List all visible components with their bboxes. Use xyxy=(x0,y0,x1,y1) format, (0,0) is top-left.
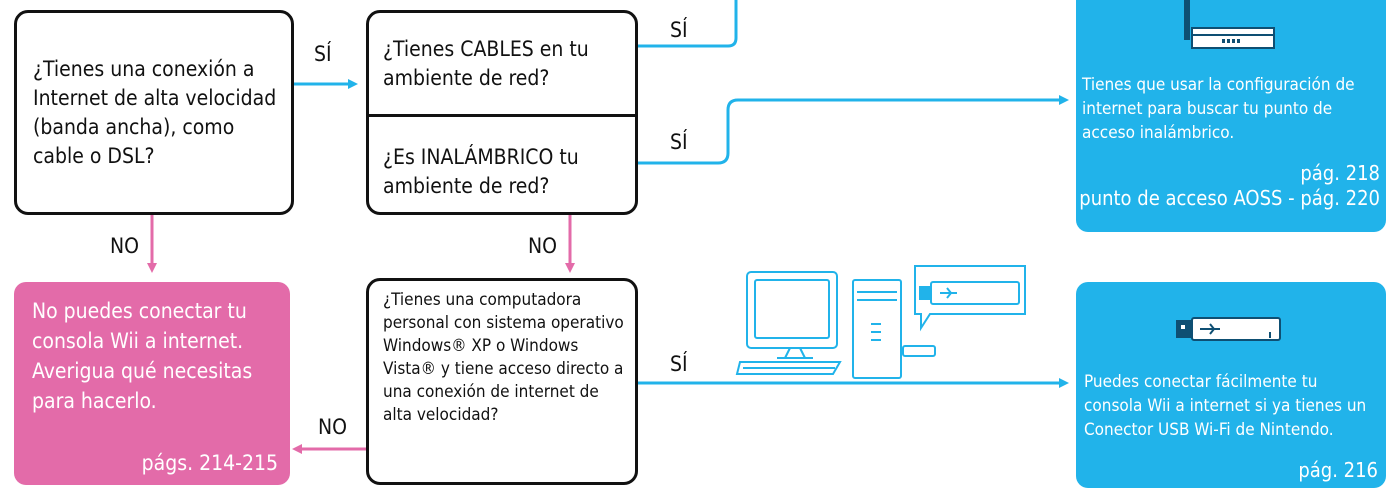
result-no-connection-text: No puedes conectar tu consola Wii a inte… xyxy=(32,299,253,413)
arrow-cables-yes xyxy=(638,0,738,48)
question-network-box: ¿Tienes CABLES en tu ambiente de red? ¿E… xyxy=(366,10,638,215)
arrow-wireless-yes xyxy=(638,95,1069,165)
router-icon xyxy=(1184,0,1275,49)
question-broadband-box: ¿Tienes una conexión a Internet de alta … xyxy=(14,10,294,215)
result-wireless-aoss-page: punto de acceso AOSS - pág. 220 xyxy=(1079,186,1380,210)
result-wireless-text: Tienes que usar la configuración de inte… xyxy=(1082,75,1355,143)
label-yes-cables: SÍ xyxy=(670,18,688,42)
label-no-q2: NO xyxy=(528,234,557,258)
question-computer-text: ¿Tienes una computadora personal con sis… xyxy=(383,290,624,425)
result-usb-page: pág. 216 xyxy=(1298,458,1378,482)
result-no-connection: No puedes conectar tu consola Wii a inte… xyxy=(14,282,290,485)
label-yes-q1: SÍ xyxy=(314,42,332,66)
question-cables-text: ¿Tienes CABLES en tu ambiente de red? xyxy=(383,37,589,90)
label-no-q1: NO xyxy=(110,234,139,258)
result-usb-connector: Puedes conectar fácilmente tu consola Wi… xyxy=(1076,282,1386,488)
result-wireless: Tienes que usar la configuración de inte… xyxy=(1076,0,1386,232)
question-computer-box: ¿Tienes una computadora personal con sis… xyxy=(366,278,638,485)
result-wireless-page: pág. 218 xyxy=(1300,161,1380,185)
question-wireless-text: ¿Es INALÁMBRICO tu ambiente de red? xyxy=(383,145,579,198)
result-usb-text: Puedes conectar fácilmente tu consola Wi… xyxy=(1084,372,1367,440)
usb-connector-icon xyxy=(1176,317,1281,341)
result-no-connection-page: págs. 214-215 xyxy=(141,451,278,475)
computer-icon xyxy=(735,265,1026,379)
label-no-q3: NO xyxy=(318,415,347,439)
label-yes-wireless: SÍ xyxy=(670,130,688,154)
question-divider xyxy=(369,114,635,117)
question-broadband-text: ¿Tienes una conexión a Internet de alta … xyxy=(33,57,277,168)
label-yes-q3: SÍ xyxy=(670,352,688,376)
